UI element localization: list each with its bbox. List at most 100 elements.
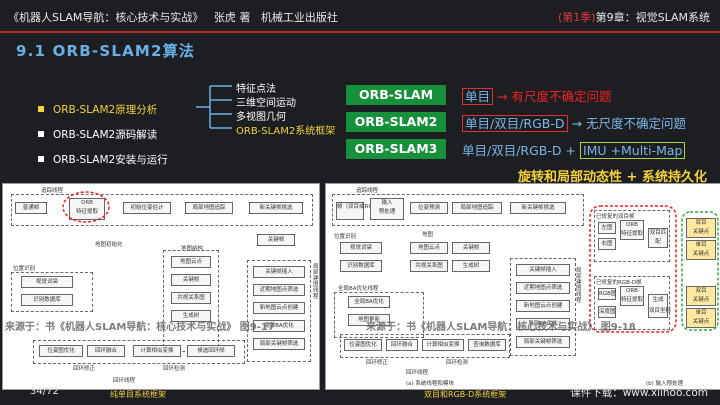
node: 新地图云点创建 xyxy=(253,302,305,314)
bullet-icon xyxy=(38,156,44,162)
label: 局部建图线程 xyxy=(576,268,582,304)
node: 局部BA优化 xyxy=(253,320,305,332)
highlight-rect-icon xyxy=(681,211,719,331)
node: 双目匹配 xyxy=(648,228,668,248)
label: 地图初始化 xyxy=(95,242,123,248)
season-label: (第1季) xyxy=(558,11,596,24)
branch-arrow-icon xyxy=(196,85,232,129)
label: 回环修正 xyxy=(73,366,96,372)
branch-item: ORB-SLAM2系统框架 xyxy=(236,126,336,137)
label: 位置识别 xyxy=(334,234,357,240)
node: 近期地图点筛选 xyxy=(516,282,570,294)
figure-caption: 纯单目系统框架 xyxy=(110,390,166,399)
chapter-label: 第9章：视觉SLAM系统 xyxy=(595,11,710,24)
node: 候选回环帧 xyxy=(187,345,235,357)
node: 地图云点 xyxy=(410,242,448,254)
watermark: 来源于：书《机器人SLAM导航：核心技术与实战》 图9-17 xyxy=(5,322,275,333)
label: 回环线程 xyxy=(406,370,429,376)
label: 全局BA优化线程 xyxy=(338,286,379,292)
label: 地图 xyxy=(422,232,434,238)
label: 追踪线程 xyxy=(41,188,64,194)
mode-label: 单目/双目/RGB-D xyxy=(462,115,568,132)
label: 追踪线程 xyxy=(356,188,379,194)
note-label: 有尺度不确定问题 xyxy=(511,89,612,104)
branch-item: 多视图几何 xyxy=(236,112,286,123)
node: 计算相似变换 xyxy=(133,345,181,357)
page-number: 34/72 xyxy=(30,386,59,397)
node: 新地图云点创建 xyxy=(516,300,570,312)
node: 新关键帧挑选 xyxy=(249,202,303,214)
node: 右图 xyxy=(598,238,616,250)
list-item[interactable]: ORB-SLAM2原理分析 xyxy=(38,102,157,117)
node: 视觉词袋 xyxy=(340,242,382,254)
node: 地图云点 xyxy=(171,256,211,268)
node: 局部地图追踪 xyxy=(185,202,233,214)
node: RGB图 xyxy=(598,288,616,300)
branch-item: 特征点法 xyxy=(236,84,276,95)
header-chapter: (第1季)第9章：视觉SLAM系统 xyxy=(558,9,710,25)
node: 普通帧 xyxy=(15,202,47,214)
publisher: 机械工业出版社 xyxy=(260,11,338,24)
node: 共视关系图 xyxy=(171,292,211,304)
download-link[interactable]: 课件下载：www.xiihoo.com xyxy=(570,387,708,399)
node: 关键帧插入 xyxy=(253,266,305,278)
node: 生成双目坐标 xyxy=(648,294,671,318)
branch-item: 三维空间运动 xyxy=(236,98,296,109)
node: 位姿图优化 xyxy=(39,345,83,357)
label: 回环检测 xyxy=(163,366,186,372)
node: 双目关键点 xyxy=(686,218,716,238)
label: 局部建图线程 xyxy=(313,264,319,300)
node: 位姿预测 xyxy=(410,202,448,214)
node: 单目关键点 xyxy=(686,308,716,328)
node: 关键帧 xyxy=(171,274,211,286)
header-book-info: 《机器人SLAM导航：核心技术与实战》 张虎 著 机械工业出版社 xyxy=(8,9,338,25)
watermark: 来源于：书《机器人SLAM导航：核心技术与实战》 图9-18 xyxy=(366,322,636,333)
highlight-circle-icon xyxy=(62,191,110,223)
node: 位姿图优化 xyxy=(344,339,382,351)
node: 关键帧插入 xyxy=(516,264,570,276)
node: 帧（双目或RGB-D） xyxy=(336,202,388,220)
header-divider xyxy=(0,31,720,33)
label: 已修复的RGB-D帧 xyxy=(596,280,642,286)
node: 视觉词袋 xyxy=(21,276,73,288)
label: 已修复的双目帧 xyxy=(596,214,635,220)
slogan: 旋转和局部动态性 + 系统持久化 xyxy=(518,170,707,185)
node: 关键帧 xyxy=(257,234,295,246)
bullet-icon xyxy=(38,106,44,112)
node: 局部BA优化 xyxy=(516,318,570,330)
label: 地图结构 xyxy=(181,246,204,252)
tag-orb-slam3: ORB-SLAM3 xyxy=(346,139,446,159)
figure-caption: 双目和RGB-D系统框架 xyxy=(424,390,507,399)
arrow-right-icon: → xyxy=(497,89,508,104)
node: 局部关键帧筛选 xyxy=(253,338,305,350)
node: 地图更新 xyxy=(348,314,390,326)
book-title: 《机器人SLAM导航：核心技术与实战》 xyxy=(8,11,204,24)
mode-label: 单目/双目/RGB-D + xyxy=(462,143,576,158)
caption: (b) 输入预处理 xyxy=(646,381,684,387)
node: 全局BA优化 xyxy=(348,296,390,308)
list-item[interactable]: ORB-SLAM2安装与运行 xyxy=(38,152,168,167)
node: 识别数据库 xyxy=(340,260,382,272)
author: 张虎 著 xyxy=(213,11,251,24)
node: 初始位姿估计 xyxy=(123,202,171,214)
node: 单目关键点 xyxy=(686,240,716,260)
node: 查询数据库 xyxy=(468,339,506,351)
tag-orb-slam: ORB-SLAM xyxy=(346,85,446,105)
node: 生成树 xyxy=(452,260,490,272)
node: 双目关键点 xyxy=(686,286,716,306)
system-row: 单目/双目/RGB-D + IMU +Multi-Map xyxy=(462,140,686,159)
node: 输入预处理 xyxy=(370,198,404,220)
arrow-right-icon: → xyxy=(571,116,582,131)
label: 回环检测 xyxy=(446,360,469,366)
system-row: 单目/双目/RGB-D → 无尺度不确定问题 xyxy=(462,113,686,132)
figure-stereo-rgbd-framework: 追踪线程 帧（双目或RGB-D） 输入预处理 位姿预测 局部地图追踪 新关键帧挑… xyxy=(325,183,720,390)
list-item[interactable]: ORB-SLAM2源码解读 xyxy=(38,127,157,142)
node: 左图 xyxy=(598,222,616,234)
label: 回环线程 xyxy=(113,378,136,384)
node: 回环融合 xyxy=(386,339,418,351)
node: 关键帧 xyxy=(452,242,490,254)
